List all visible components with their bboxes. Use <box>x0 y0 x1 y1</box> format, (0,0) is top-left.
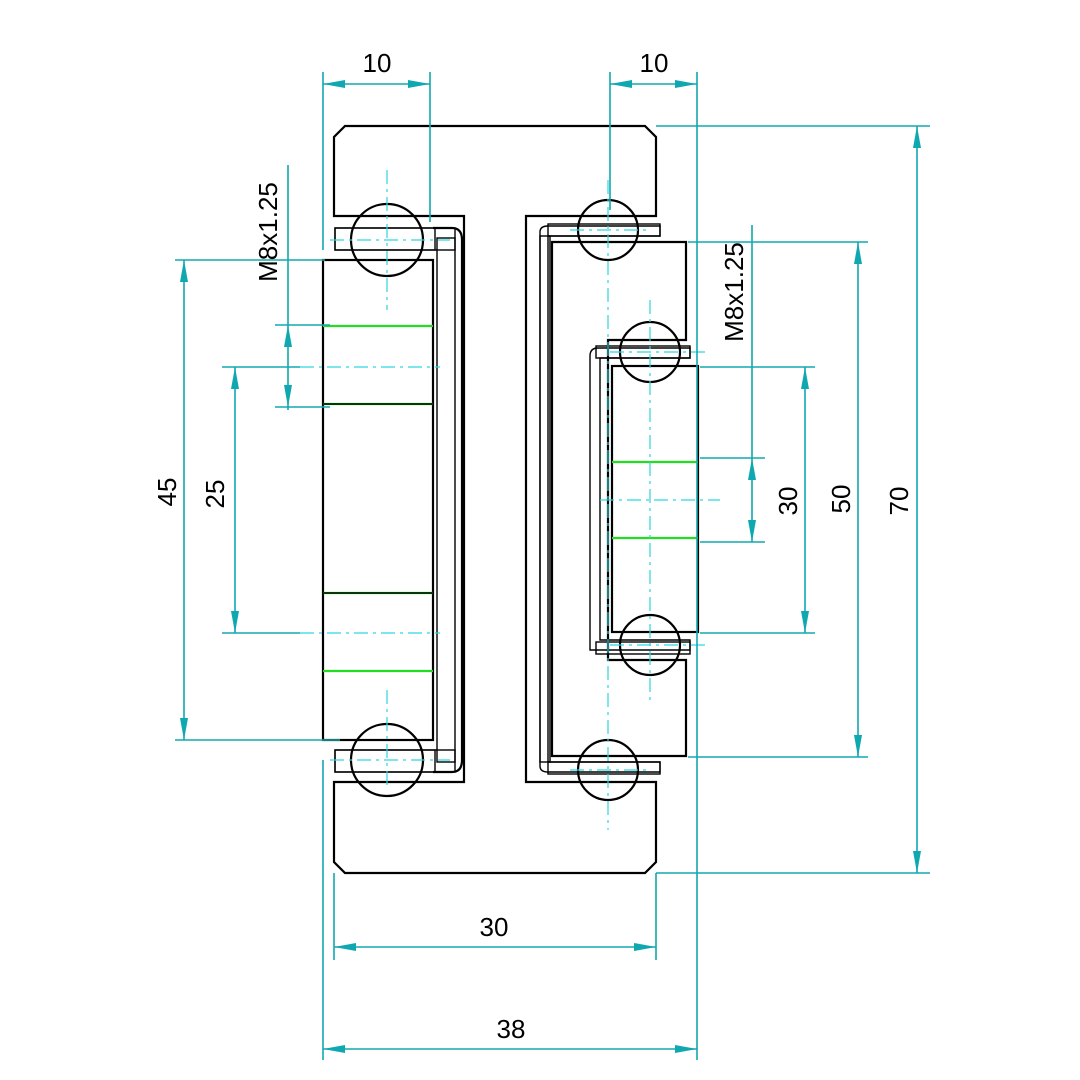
dim-height-45: 45 <box>152 478 182 507</box>
dim-height-30: 30 <box>773 487 803 516</box>
dimension-labels: 10 10 M8x1.25 M8x1.25 45 25 30 50 70 30 … <box>152 48 914 1044</box>
left-carriage <box>321 258 435 742</box>
dim-height-25: 25 <box>200 480 230 509</box>
center-lines <box>300 170 720 830</box>
dim-height-50: 50 <box>826 485 856 514</box>
left-inner-channel <box>334 226 464 774</box>
dim-width-30: 30 <box>480 912 509 942</box>
dim-thread-left: M8x1.25 <box>253 182 283 282</box>
dim-thread-right: M8x1.25 <box>719 242 749 342</box>
dim-width-38: 38 <box>497 1014 526 1044</box>
dim-top-left-width: 10 <box>363 48 392 78</box>
right-carriage <box>589 347 700 651</box>
dim-height-70: 70 <box>884 487 914 516</box>
outer-rail <box>332 124 658 875</box>
dim-top-right-width: 10 <box>640 48 669 78</box>
dimension-lines <box>175 72 930 1060</box>
